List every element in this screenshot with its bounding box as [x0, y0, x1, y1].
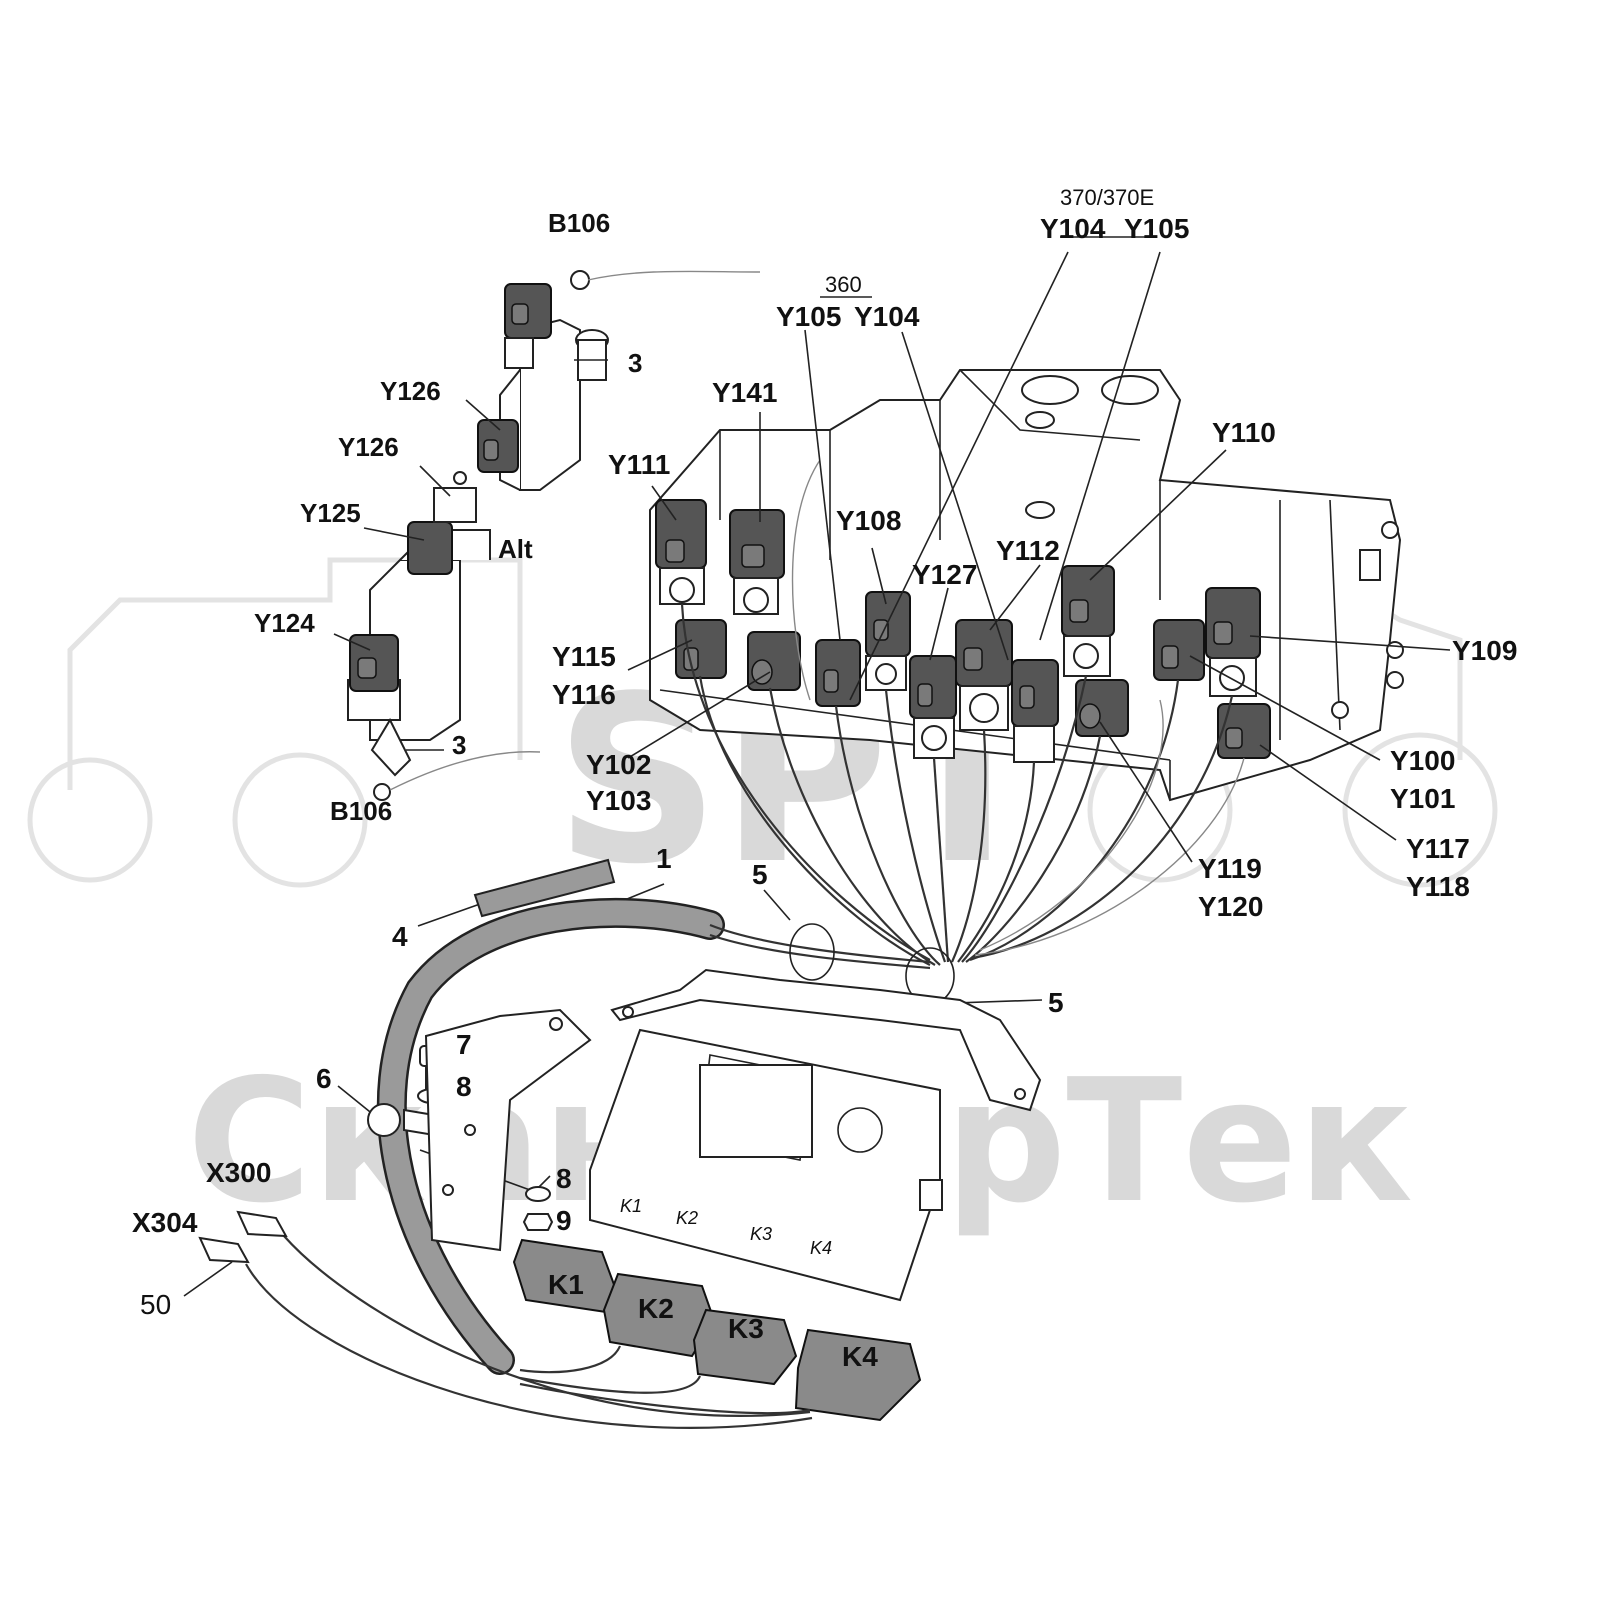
- label-y108: Y108: [836, 505, 901, 536]
- label-k4: K4: [842, 1341, 878, 1372]
- coil-y102-y103: [747, 631, 801, 691]
- coil-y108-a: [815, 639, 861, 707]
- label-y124: Y124: [254, 608, 315, 638]
- module-slot-k2: K2: [676, 1208, 698, 1228]
- label-b106-top: B106: [548, 208, 610, 238]
- label-part-9: 9: [556, 1205, 572, 1236]
- label-y120: Y120: [1198, 891, 1263, 922]
- label-y127: Y127: [912, 559, 977, 590]
- labels: 370/370E Y104 Y105 360 Y105 Y104 B106 3 …: [132, 185, 1517, 1372]
- coil-y115-y116: [675, 619, 727, 679]
- label-y117: Y117: [1406, 833, 1470, 864]
- coil-y110: [1061, 565, 1115, 677]
- label-y126-top: Y126: [380, 376, 441, 406]
- label-y118: Y118: [1406, 871, 1470, 902]
- label-y126-alt: Y126: [338, 432, 399, 462]
- label-part-3-top: 3: [628, 348, 642, 378]
- coil-y111: [655, 499, 707, 605]
- label-y141: Y141: [712, 377, 777, 408]
- label-part-5-bottom: 5: [1048, 987, 1064, 1018]
- label-part-4: 4: [392, 921, 408, 952]
- label-y115: Y115: [552, 641, 616, 672]
- coil-y119-y120: [1075, 679, 1129, 737]
- label-x300: X300: [206, 1157, 271, 1188]
- label-k2: K2: [638, 1293, 674, 1324]
- coil-y127: [909, 655, 957, 759]
- label-y111: Y111: [608, 449, 670, 480]
- label-y112: Y112: [996, 535, 1060, 566]
- relay-connectors: [245, 1235, 922, 1429]
- label-part-8-top: 8: [456, 1071, 472, 1102]
- connectors-x300-x304: [198, 1210, 288, 1264]
- module-slot-k1: K1: [620, 1196, 642, 1216]
- label-b106-bottom: B106: [330, 796, 392, 826]
- coil-y112-b: [1011, 659, 1059, 763]
- coil-wiring: [680, 459, 1245, 966]
- alt-valve-assembly: [347, 471, 541, 801]
- label-k1: K1: [548, 1269, 584, 1300]
- mounting-brackets: [424, 968, 1042, 1252]
- label-y110: Y110: [1212, 417, 1276, 448]
- coil-y109-b: [1205, 587, 1261, 697]
- label-variant-370: 370/370E: [1060, 185, 1154, 210]
- label-y103: Y103: [586, 785, 651, 816]
- label-x304: X304: [132, 1207, 198, 1238]
- coil-y108-b: [865, 591, 911, 691]
- label-part-3-bottom: 3: [452, 730, 466, 760]
- label-part-8-bottom: 8: [556, 1163, 572, 1194]
- label-y104-360: Y104: [854, 301, 920, 332]
- label-y100: Y100: [1390, 745, 1455, 776]
- label-k3: K3: [728, 1313, 764, 1344]
- leader-lines: [183, 236, 1451, 1297]
- label-y105-370: Y105: [1124, 213, 1189, 244]
- valve-coils: [655, 499, 1271, 763]
- coil-y112-a: [955, 619, 1013, 731]
- module-slot-k4: K4: [810, 1238, 832, 1258]
- coil-y109-a: [1153, 619, 1205, 681]
- label-alt: Alt: [498, 534, 533, 564]
- label-y109: Y109: [1452, 635, 1517, 666]
- label-y104-370: Y104: [1040, 213, 1106, 244]
- label-part-7: 7: [456, 1029, 472, 1060]
- label-y125: Y125: [300, 498, 361, 528]
- label-part-5-top: 5: [752, 859, 768, 890]
- label-y116: Y116: [552, 679, 616, 710]
- control-module: K1 K2 K3 K4: [589, 1028, 943, 1302]
- label-y102: Y102: [586, 749, 651, 780]
- label-y101: Y101: [1390, 783, 1455, 814]
- label-variant-360: 360: [825, 272, 862, 297]
- label-part-1: 1: [656, 843, 672, 874]
- module-slot-k3: K3: [750, 1224, 772, 1244]
- coil-y141: [729, 509, 785, 615]
- label-part-50: 50: [140, 1289, 171, 1320]
- label-y119: Y119: [1198, 853, 1262, 884]
- coil-y117-y118: [1217, 703, 1271, 759]
- label-y105-360: Y105: [776, 301, 841, 332]
- label-part-6: 6: [316, 1063, 332, 1094]
